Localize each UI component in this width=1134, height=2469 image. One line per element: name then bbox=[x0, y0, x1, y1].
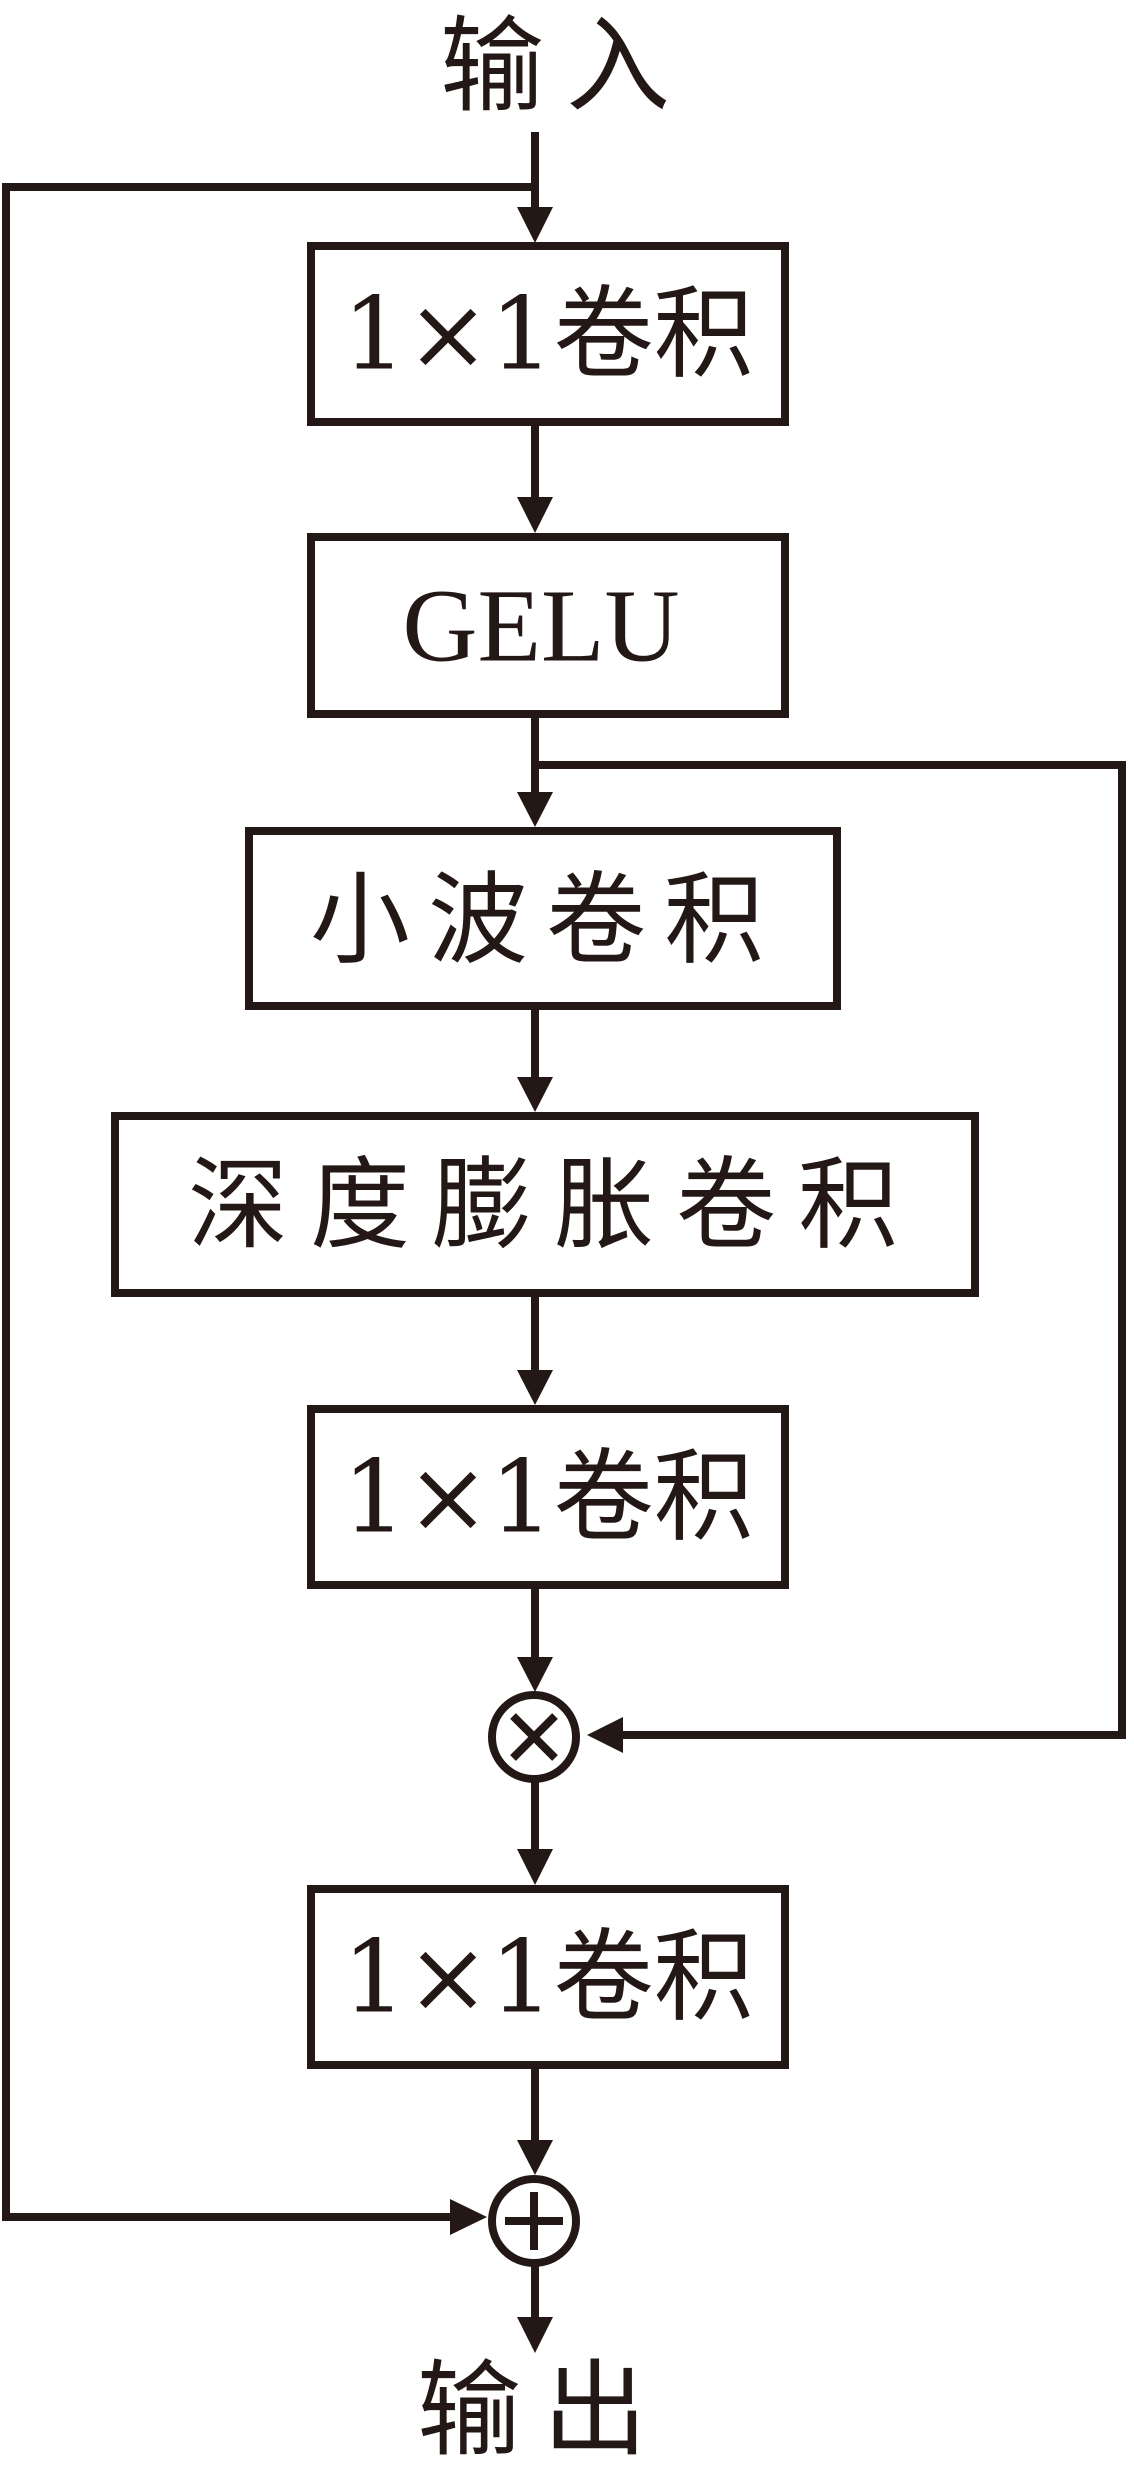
arrowhead-icon bbox=[517, 497, 553, 533]
arrowhead-icon bbox=[517, 2317, 553, 2353]
plus-icon bbox=[505, 2192, 563, 2250]
arrowhead-icon bbox=[517, 1657, 553, 1692]
arrowhead-icon bbox=[517, 2140, 553, 2175]
arrowhead-icon bbox=[517, 1077, 553, 1112]
node-wavelet-conv: 小波卷积 bbox=[245, 827, 841, 1010]
multiply-node bbox=[488, 1691, 580, 1783]
arrowhead-icon bbox=[517, 207, 553, 243]
node-box bbox=[111, 1112, 979, 1297]
node-label: GELU bbox=[402, 569, 679, 684]
edge-skip-right bbox=[531, 761, 1126, 1739]
node-label: 深度膨胀卷积 bbox=[188, 1147, 920, 1264]
node-conv1x1-a: 1×1卷积 bbox=[307, 242, 789, 426]
node-label: 小波卷积 bbox=[310, 862, 782, 979]
node-label: 1×1卷积 bbox=[342, 1439, 753, 1556]
node-gelu: GELU bbox=[307, 533, 789, 718]
output-label: 输出 bbox=[417, 2349, 669, 2469]
edge-skip-left bbox=[2, 183, 539, 2221]
node-label: 1×1卷积 bbox=[342, 276, 753, 393]
node-label: 1×1卷积 bbox=[342, 1919, 753, 2036]
node-box bbox=[307, 533, 789, 718]
node-box bbox=[307, 1885, 789, 2069]
arrowhead-icon bbox=[517, 1370, 553, 1405]
arrowhead-icon bbox=[450, 2199, 487, 2235]
arrowhead-icon bbox=[517, 1849, 553, 1885]
input-label: 输入 bbox=[440, 5, 692, 127]
multiply-icon bbox=[510, 1713, 558, 1761]
node-box bbox=[307, 1405, 789, 1589]
node-box bbox=[307, 242, 789, 426]
node-conv1x1-b: 1×1卷积 bbox=[307, 1405, 789, 1589]
arrowhead-icon bbox=[517, 792, 553, 827]
node-conv1x1-c: 1×1卷积 bbox=[307, 1885, 789, 2069]
add-node bbox=[488, 2175, 580, 2267]
node-depthwise-dilated-conv: 深度膨胀卷积 bbox=[111, 1112, 979, 1297]
node-box bbox=[245, 827, 841, 1010]
arrowhead-icon bbox=[587, 1717, 623, 1753]
